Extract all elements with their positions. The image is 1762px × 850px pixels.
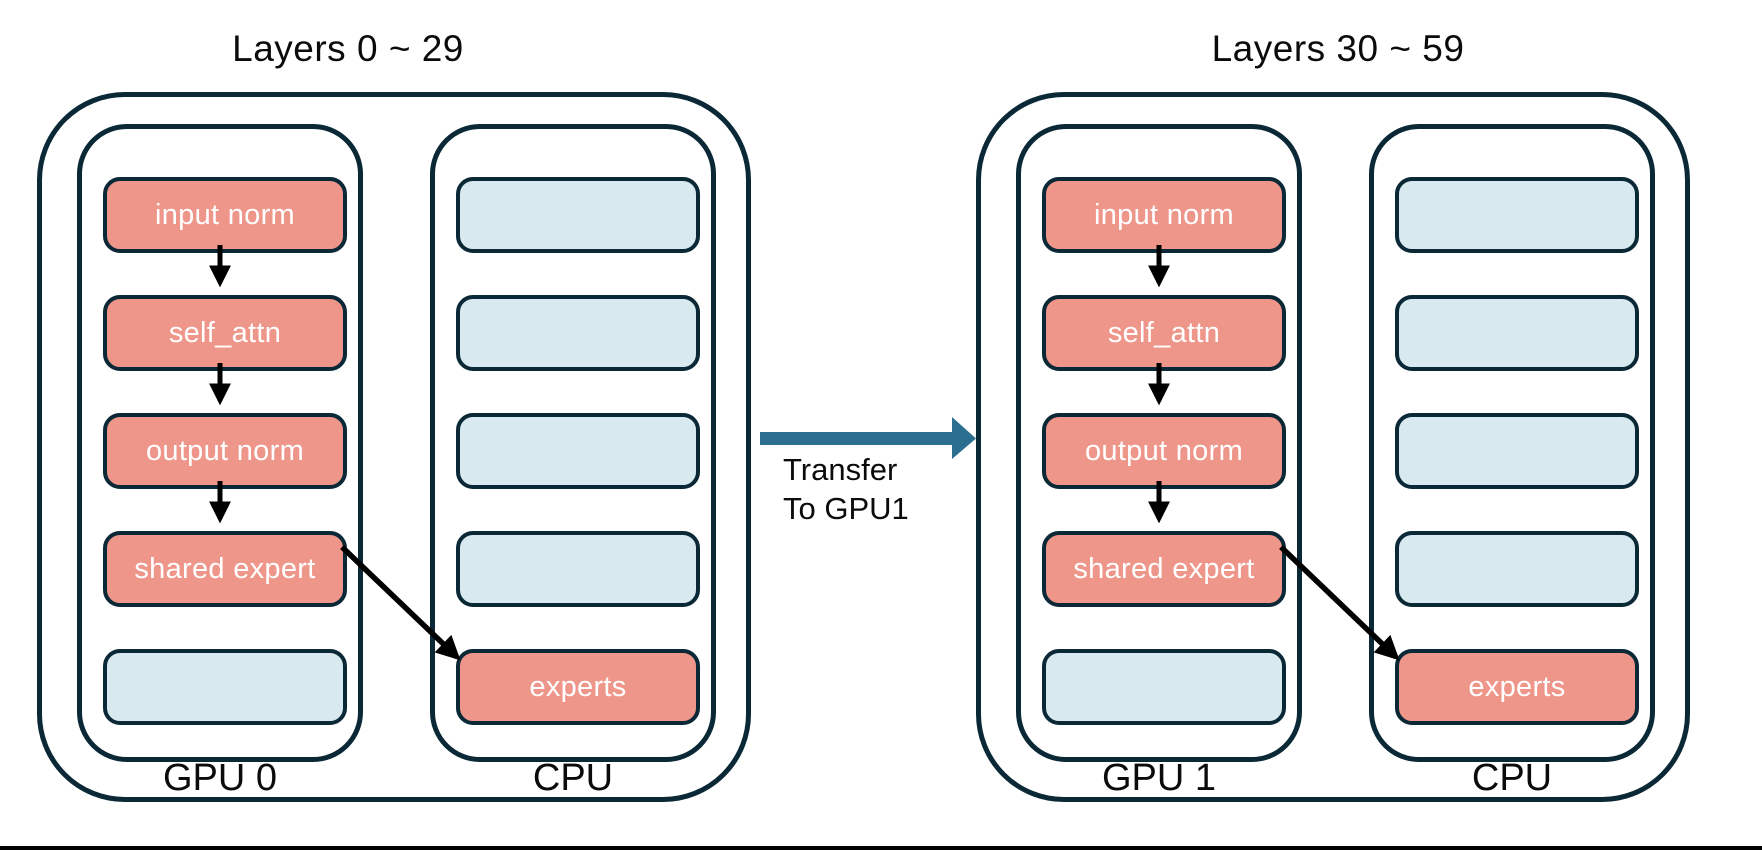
layer-group-0-29: input norm self_attn output norm shared … <box>37 92 751 802</box>
slot-empty <box>1395 177 1639 253</box>
slot-empty <box>456 531 700 607</box>
slot-shared-expert: shared expert <box>103 531 347 607</box>
slot-output-norm: output norm <box>103 413 347 489</box>
group-title-layers-30-59: Layers 30 ~ 59 <box>1211 28 1465 69</box>
gpu-column: input norm self_attn output norm shared … <box>1016 124 1302 762</box>
cpu-label: CPU <box>532 757 614 799</box>
slot-input-norm: input norm <box>1042 177 1286 253</box>
slot-empty <box>1395 531 1639 607</box>
bottom-edge-line <box>0 846 1762 850</box>
cpu-column: experts <box>430 124 716 762</box>
transfer-label-line1: Transfer <box>783 452 898 487</box>
slot-output-norm: output norm <box>1042 413 1286 489</box>
slot-empty <box>1042 649 1286 725</box>
slot-experts: experts <box>1395 649 1639 725</box>
slot-experts: experts <box>456 649 700 725</box>
slot-empty <box>456 413 700 489</box>
slot-empty <box>456 295 700 371</box>
transfer-arrow <box>760 417 976 459</box>
slot-self-attn: self_attn <box>103 295 347 371</box>
gpu-column: input norm self_attn output norm shared … <box>77 124 363 762</box>
slot-empty <box>456 177 700 253</box>
transfer-label: Transfer To GPU1 <box>783 450 909 528</box>
gpu-label: GPU 0 <box>162 757 278 799</box>
cpu-label: CPU <box>1471 757 1553 799</box>
layer-group-30-59: input norm self_attn output norm shared … <box>976 92 1690 802</box>
transfer-label-line2: To GPU1 <box>783 491 909 526</box>
slot-self-attn: self_attn <box>1042 295 1286 371</box>
slot-empty <box>1395 295 1639 371</box>
slot-shared-expert: shared expert <box>1042 531 1286 607</box>
gpu-label: GPU 1 <box>1101 757 1217 799</box>
slot-empty <box>1395 413 1639 489</box>
group-title-layers-0-29: Layers 0 ~ 29 <box>232 28 464 69</box>
cpu-column: experts <box>1369 124 1655 762</box>
slot-input-norm: input norm <box>103 177 347 253</box>
slot-empty <box>103 649 347 725</box>
